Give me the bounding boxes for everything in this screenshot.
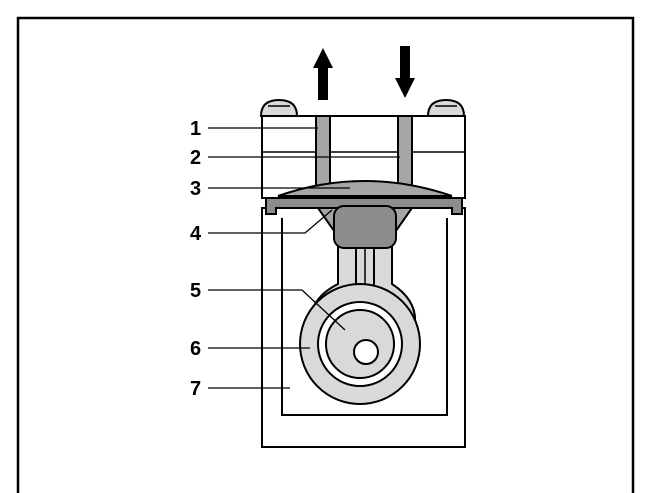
frame-border bbox=[16, 16, 635, 493]
callout-5: 5 bbox=[190, 280, 201, 302]
outlet-valve-channel bbox=[315, 115, 331, 195]
motor-shaft bbox=[353, 339, 379, 365]
inlet-arrow-down bbox=[395, 46, 415, 98]
leader-4 bbox=[208, 209, 333, 234]
callout-6: 6 bbox=[190, 338, 201, 360]
inlet-valve-channel bbox=[397, 115, 413, 195]
screw-head-left bbox=[259, 98, 299, 117]
leader-5 bbox=[208, 289, 346, 331]
screw-head-right bbox=[426, 98, 466, 117]
rod-head bbox=[333, 205, 397, 249]
callout-3: 3 bbox=[190, 178, 201, 200]
callout-1: 1 bbox=[190, 118, 201, 140]
pump-chamber bbox=[277, 180, 453, 197]
callout-2: 2 bbox=[190, 147, 201, 169]
callout-4: 4 bbox=[190, 223, 202, 245]
callout-7: 7 bbox=[190, 378, 201, 400]
outlet-arrow-up bbox=[313, 48, 333, 100]
